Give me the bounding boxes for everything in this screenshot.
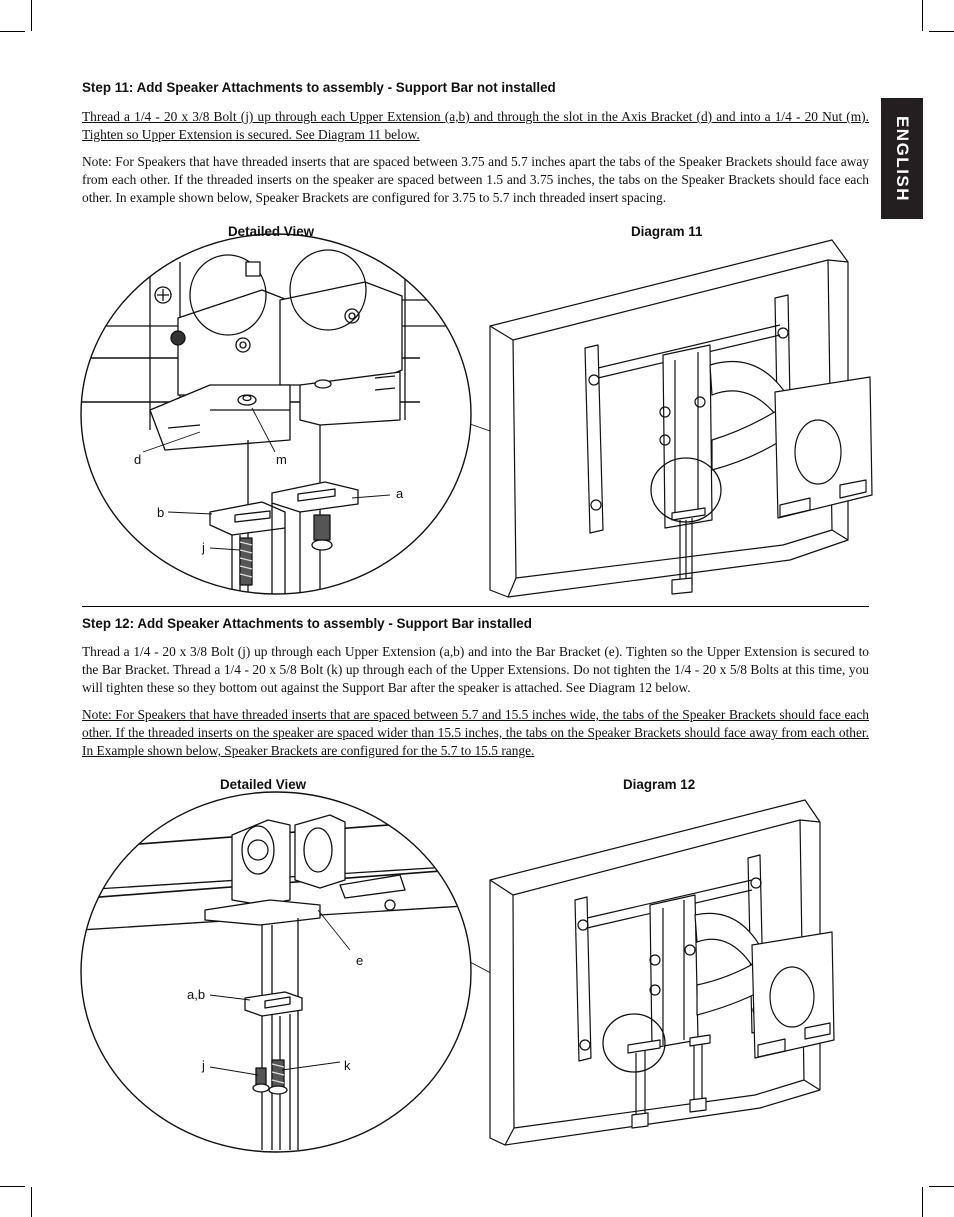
language-tab: ENGLISH bbox=[881, 98, 923, 219]
crop-mark bbox=[929, 31, 954, 32]
label-b: b bbox=[157, 505, 165, 520]
label-k: k bbox=[344, 1058, 351, 1073]
step11-heading: Step 11: Add Speaker Attachments to asse… bbox=[82, 80, 556, 95]
step12-diagram-caption: Diagram 12 bbox=[623, 777, 696, 792]
step11-mount-diagram bbox=[489, 239, 873, 598]
step11-instructions: Thread a 1/4 - 20 x 3/8 Bolt (j) up thro… bbox=[82, 109, 869, 142]
step12-instructions: Thread a 1/4 - 20 x 3/8 Bolt (j) up thro… bbox=[82, 644, 869, 695]
crop-mark bbox=[31, 0, 32, 31]
step11-diagram-caption: Diagram 11 bbox=[631, 224, 703, 239]
crop-mark bbox=[922, 1187, 923, 1217]
label-a: a bbox=[396, 486, 404, 501]
crop-mark bbox=[929, 1186, 954, 1187]
step11-detail-view bbox=[80, 233, 666, 595]
label-m: m bbox=[276, 452, 287, 467]
label-j: j bbox=[202, 1058, 205, 1073]
label-a-b: a,b bbox=[187, 987, 206, 1002]
step12-heading: Step 12: Add Speaker Attachments to asse… bbox=[82, 616, 532, 631]
crop-mark bbox=[0, 31, 25, 32]
step12-detail-view bbox=[80, 791, 609, 1153]
crop-mark bbox=[922, 0, 923, 31]
step12-mount-diagram bbox=[489, 799, 835, 1146]
step12-detail-caption: Detailed View bbox=[220, 777, 307, 792]
section-divider bbox=[82, 606, 869, 607]
step11-note: Note: For Speakers that have threaded in… bbox=[82, 154, 869, 205]
label-d: d bbox=[134, 452, 142, 467]
crop-mark bbox=[0, 1186, 25, 1187]
crop-mark bbox=[31, 1187, 32, 1217]
label-e: e bbox=[356, 953, 364, 968]
step12-note: Note: For Speakers that have threaded in… bbox=[82, 707, 869, 758]
label-j: j bbox=[202, 540, 205, 555]
